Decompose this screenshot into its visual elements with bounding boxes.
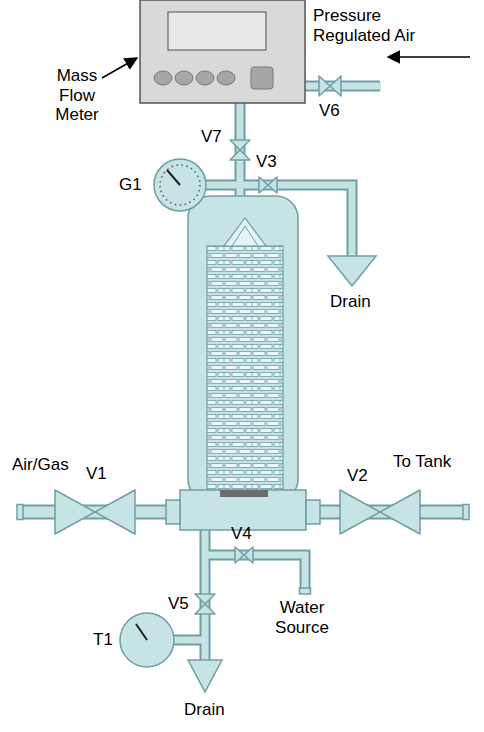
valve-symbol: [319, 76, 341, 96]
part-label: V5: [168, 594, 189, 614]
gauge-needle: [136, 624, 147, 640]
pipe: [205, 555, 305, 592]
callout-label: Mass Flow Meter: [44, 66, 110, 125]
pipe: [205, 180, 240, 191]
pipe: [205, 182, 240, 189]
part-label: Drain: [184, 700, 225, 720]
part-label: G1: [119, 175, 142, 195]
meter-button: [251, 67, 273, 89]
meter-display: [168, 12, 266, 50]
drain-arrow: [328, 256, 376, 286]
part-label: T1: [93, 630, 113, 650]
part-label: V6: [319, 101, 340, 121]
part-label: V1: [86, 464, 107, 484]
pipe: [205, 555, 305, 593]
pipe-end: [17, 505, 23, 520]
pipe: [172, 637, 205, 644]
valve-symbol: [55, 490, 135, 534]
pipe-end: [463, 505, 469, 520]
pipe-end: [300, 588, 311, 594]
part-label: V2: [347, 466, 368, 486]
valve-symbol: [235, 547, 253, 563]
callout-label: Water Source: [269, 598, 335, 637]
flange: [166, 500, 180, 524]
callout-label: Pressure Regulated Air: [313, 6, 433, 45]
part-label: V4: [231, 524, 252, 544]
meter-button: [196, 71, 214, 85]
pressure-gauge: [154, 159, 206, 211]
meter-button: [154, 71, 172, 85]
pipe-outline: [22, 86, 468, 662]
vent-cone: [232, 226, 258, 246]
gauge-needle: [167, 170, 180, 185]
gauge-scale: [160, 165, 200, 205]
meter-button: [175, 71, 193, 85]
vent-cone: [224, 218, 266, 246]
part-label: Drain: [330, 292, 371, 312]
part-label: Air/Gas: [12, 455, 69, 475]
flow-arrow: [388, 56, 470, 58]
pipe: [172, 635, 205, 646]
filter-cartridge: [207, 246, 283, 492]
temperature-gauge: [120, 613, 174, 667]
leader-arrow: [102, 58, 137, 78]
part-label: V7: [201, 127, 222, 147]
flange: [306, 500, 320, 524]
pipe-fill: [21, 86, 469, 663]
valve-symbol: [195, 594, 215, 614]
part-label: V3: [256, 152, 277, 172]
valve-symbol: [230, 140, 250, 160]
drain-arrow: [188, 660, 222, 692]
valve-symbol: [259, 177, 277, 193]
valve-symbol: [340, 490, 420, 534]
meter-housing: [140, 0, 305, 103]
seal: [220, 490, 268, 497]
part-label: To Tank: [393, 452, 451, 472]
filter-housing: [188, 196, 298, 501]
meter-button: [217, 71, 235, 85]
